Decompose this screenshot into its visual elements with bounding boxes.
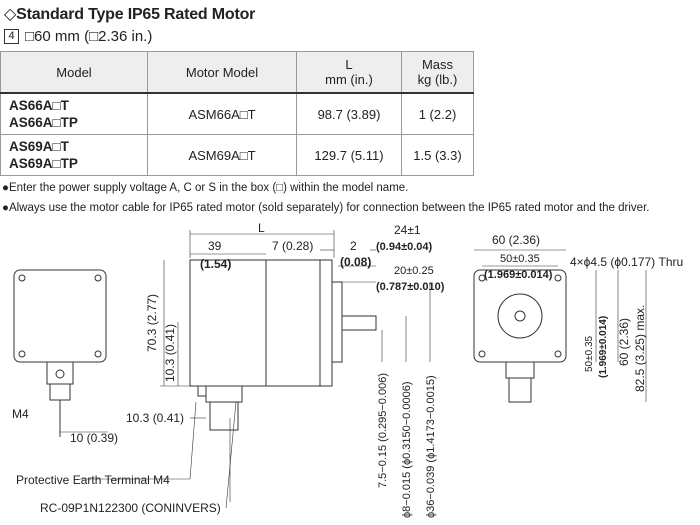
dim-24: 24±1: [394, 223, 421, 237]
motor-model-cell: ASM69A□T: [147, 134, 297, 176]
label-connector: RC-09P1N122300 (CONINVERS): [40, 501, 221, 515]
dim-103-h: 10.3 (0.41): [126, 411, 184, 425]
dim-60-side: 60 (2.36): [617, 318, 631, 366]
model-cell: AS69A□T AS69A□TP: [0, 134, 148, 176]
motor-rear-view: [473, 269, 567, 363]
header-mass-label: Mass: [421, 57, 454, 72]
frame-size-badge: 4: [4, 29, 19, 44]
dim-20: 20±0.25: [394, 265, 434, 277]
table-row: AS69A□T AS69A□TP ASM69A□T 129.7 (5.11) 1…: [0, 134, 474, 176]
length-cell: 129.7 (5.11): [296, 134, 402, 176]
motor-model-cell: ASM66A□T: [147, 92, 297, 135]
dim-10: 10 (0.39): [70, 431, 118, 445]
dim-1969-top: (1.969±0.014): [484, 269, 553, 281]
note-voltage: ●Enter the power supply voltage A, C or …: [2, 182, 409, 194]
dim-39: 39: [208, 239, 222, 253]
label-protective-earth: Protective Earth Terminal M4: [16, 473, 170, 487]
model-name: AS69A□T: [9, 139, 69, 154]
dim-154: (1.54): [200, 257, 231, 271]
dim-825: 82.5 (3.25) max.: [633, 305, 647, 392]
dim-l: L: [258, 222, 265, 235]
table-header-row: Model Motor Model L mm (in.) Mass kg (lb…: [0, 51, 474, 94]
dim-7: 7 (0.28): [272, 239, 313, 253]
dim-008: (0.08): [340, 255, 371, 269]
table-row: AS66A□T AS66A□TP ASM66A□T 98.7 (3.89) 1 …: [0, 92, 474, 135]
dim-50-side: 50±0.35: [584, 335, 595, 372]
dim-2: 2: [350, 239, 357, 253]
motor-front-view: [13, 269, 107, 363]
header-motor-model: Motor Model: [147, 51, 297, 94]
dim-1969-side: (1.969±0.014): [598, 316, 609, 378]
header-l: L mm (in.): [296, 51, 402, 94]
mass-cell: 1.5 (3.3): [401, 134, 474, 176]
dimension-drawing: L 39 (1.54) 7 (0.28) 2 (0.08) 24±1 (0.94…: [12, 222, 683, 519]
header-l-label: L: [345, 57, 353, 72]
header-mass: Mass kg (lb.): [401, 51, 474, 94]
frame-size-text: □60 mm (□2.36 in.): [25, 28, 153, 45]
motor-side-view: [189, 259, 333, 387]
dim-50-top: 50±0.35: [500, 253, 540, 265]
header-l-unit: mm (in.): [325, 72, 373, 87]
header-model: Model: [0, 51, 148, 94]
mass-cell: 1 (2.2): [401, 92, 474, 135]
label-m4: M4: [12, 407, 29, 421]
spec-table: Model Motor Model L mm (in.) Mass kg (lb…: [0, 51, 474, 176]
page-title: ◇Standard Type IP65 Rated Motor: [4, 6, 256, 23]
length-cell: 98.7 (3.89): [296, 92, 402, 135]
model-cell: AS66A□T AS66A□TP: [0, 92, 148, 135]
dim-75: 7.5−0.15 (0.295−0.006): [377, 373, 389, 488]
dim-60-top: 60 (2.36): [492, 233, 540, 247]
dim-703: 70.3 (2.77): [145, 294, 159, 352]
model-name: AS69A□TP: [9, 156, 78, 171]
header-mass-unit: kg (lb.): [417, 72, 458, 87]
dim-103-v: 10.3 (0.41): [163, 324, 177, 382]
dim-phi8: ϕ8−0.015 (ϕ0.3150−0.0006): [401, 382, 413, 519]
dim-094: (0.94±0.04): [376, 241, 433, 253]
note-cable: ●Always use the motor cable for IP65 rat…: [2, 202, 650, 214]
label-holes: 4×ϕ4.5 (ϕ0.177) Thru: [570, 255, 683, 269]
model-name: AS66A□T: [9, 98, 69, 113]
dim-phi36: ϕ36−0.039 (ϕ1.4173−0.0015): [425, 375, 437, 518]
frame-size-subtitle: 4 □60 mm (□2.36 in.): [4, 28, 152, 45]
model-name: AS66A□TP: [9, 115, 78, 130]
dim-0787: (0.787±0.010): [376, 281, 445, 293]
